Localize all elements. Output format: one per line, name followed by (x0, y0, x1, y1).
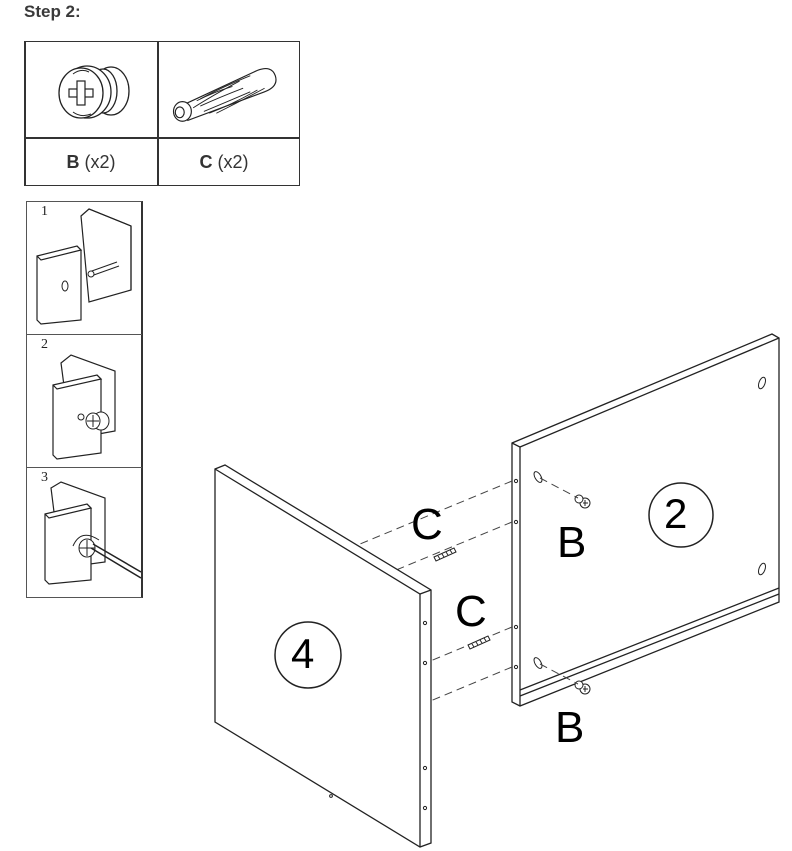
cam-b-upper-label: B (557, 518, 587, 567)
dowel-insert-illustration (36, 208, 132, 325)
mini-step-divider (27, 334, 142, 335)
dowel-c-upper-label: C (411, 500, 443, 549)
step-title: Step 2: (24, 2, 81, 21)
dowel-lower (467, 635, 491, 650)
mini-step-1: 1 (27, 202, 142, 334)
table-divider-horizontal (26, 137, 299, 139)
cam-b-lower-label: B (555, 703, 585, 752)
panel-2 (511, 333, 780, 707)
mini-step-2: 2 (27, 335, 142, 467)
panel-4-number: 4 (291, 630, 315, 677)
dowel-c-lower-label: C (455, 587, 487, 636)
panel-2-holes (513, 376, 766, 670)
screwdriver-tighten-illustration (44, 481, 142, 585)
cam-insert-illustration (52, 354, 116, 460)
cam-lock-lower (574, 680, 591, 695)
mini-step-number: 3 (41, 470, 48, 485)
panel-4-holes (329, 620, 428, 811)
wooden-dowel-icon (172, 68, 277, 122)
mini-steps-panel: 1 2 (26, 201, 143, 598)
panel-2-number: 2 (664, 490, 688, 537)
dowel-upper (433, 547, 457, 562)
mini-step-number: 2 (41, 337, 48, 352)
part-b-label: B (x2) (66, 152, 116, 172)
parts-table: B (x2) C (x2) (24, 41, 300, 186)
mini-step-3: 3 (27, 468, 142, 600)
part-c-label: C (x2) (199, 152, 249, 172)
table-divider-vertical (157, 42, 159, 185)
cam-lock-icon (58, 65, 130, 119)
panel-2-number-circle (648, 482, 714, 548)
mini-step-divider (27, 467, 142, 468)
panel-4-number-circle (274, 621, 342, 689)
mini-step-number: 1 (41, 204, 48, 219)
